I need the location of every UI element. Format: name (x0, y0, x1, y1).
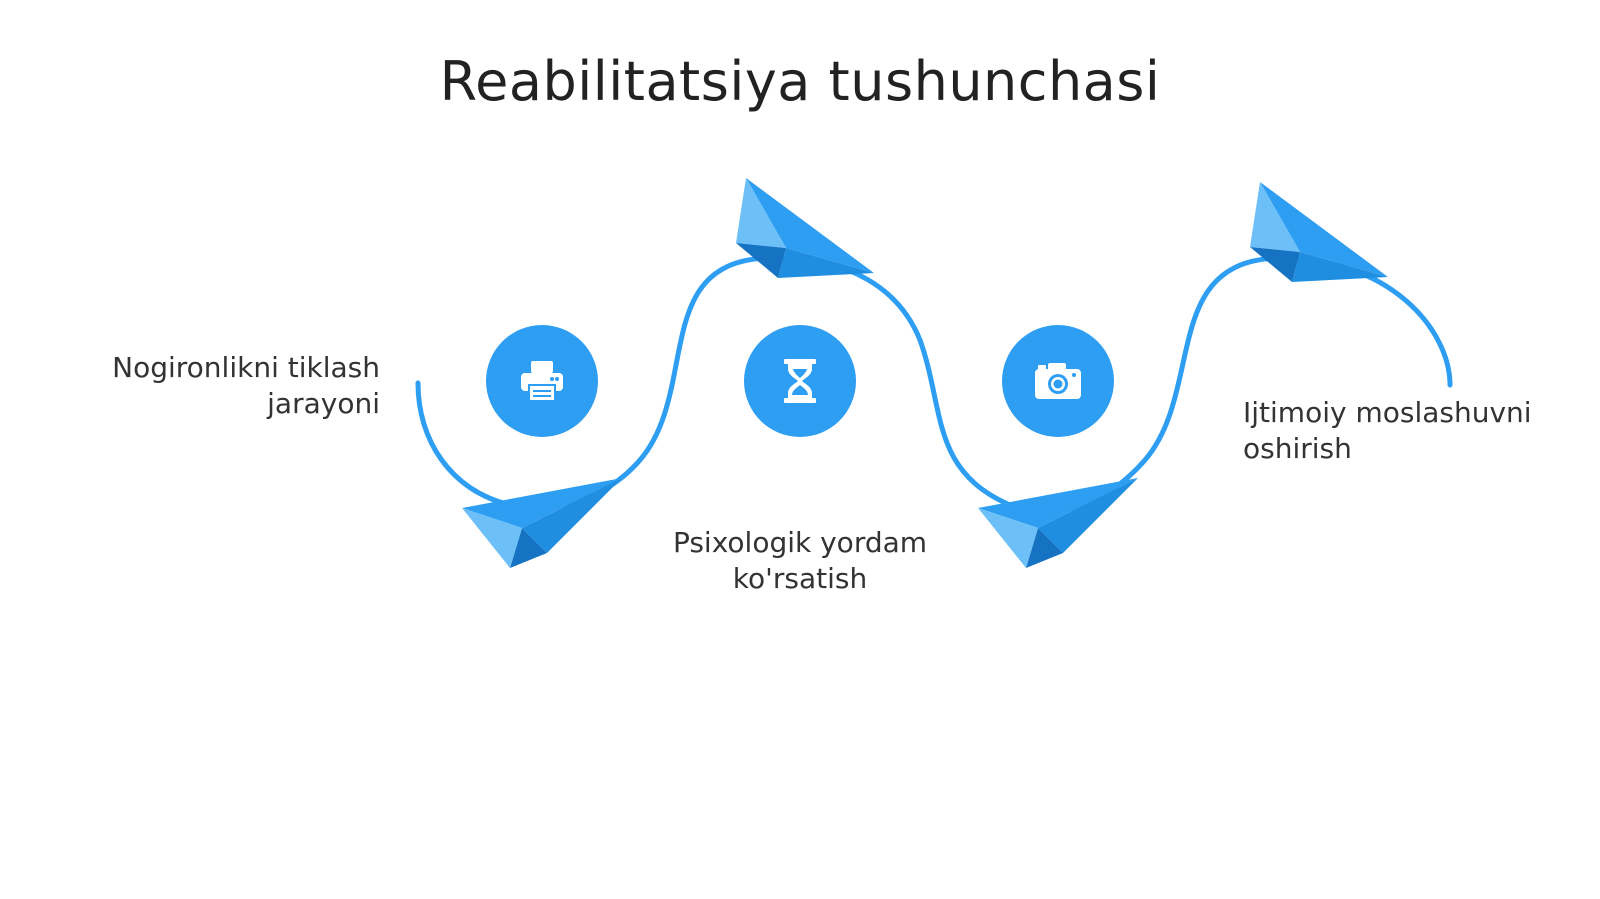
printer-icon (521, 361, 563, 402)
step-3-label-line-1: Ijtimoiy moslashuvni (1243, 396, 1532, 429)
paper-plane-icon (462, 478, 622, 568)
step-2-label: Psixologik yordam ko'rsatish (640, 525, 960, 597)
step-1-label-line-2: jarayoni (267, 387, 380, 420)
step-2-label-line-1: Psixologik yordam (672, 526, 928, 559)
step-3-label: Ijtimoiy moslashuvni oshirish (1243, 395, 1583, 467)
step-3-circle (1002, 325, 1114, 437)
step-1-label-line-1: Nogironlikni tiklash (112, 351, 380, 384)
step-1-circle (486, 325, 598, 437)
step-3-label-line-2: oshirish (1243, 432, 1352, 465)
paper-plane-icon (1250, 182, 1388, 282)
slide-title: Reabilitatsiya tushunchasi (439, 50, 1161, 113)
hourglass-icon (784, 359, 816, 403)
paper-plane-icon (978, 478, 1138, 568)
step-1-label: Nogironlikni tiklash jarayoni (60, 350, 380, 422)
camera-icon (1035, 363, 1081, 399)
step-2-label-line-2: ko'rsatish (732, 562, 868, 595)
paper-plane-icon (736, 178, 874, 278)
step-2-circle (744, 325, 856, 437)
